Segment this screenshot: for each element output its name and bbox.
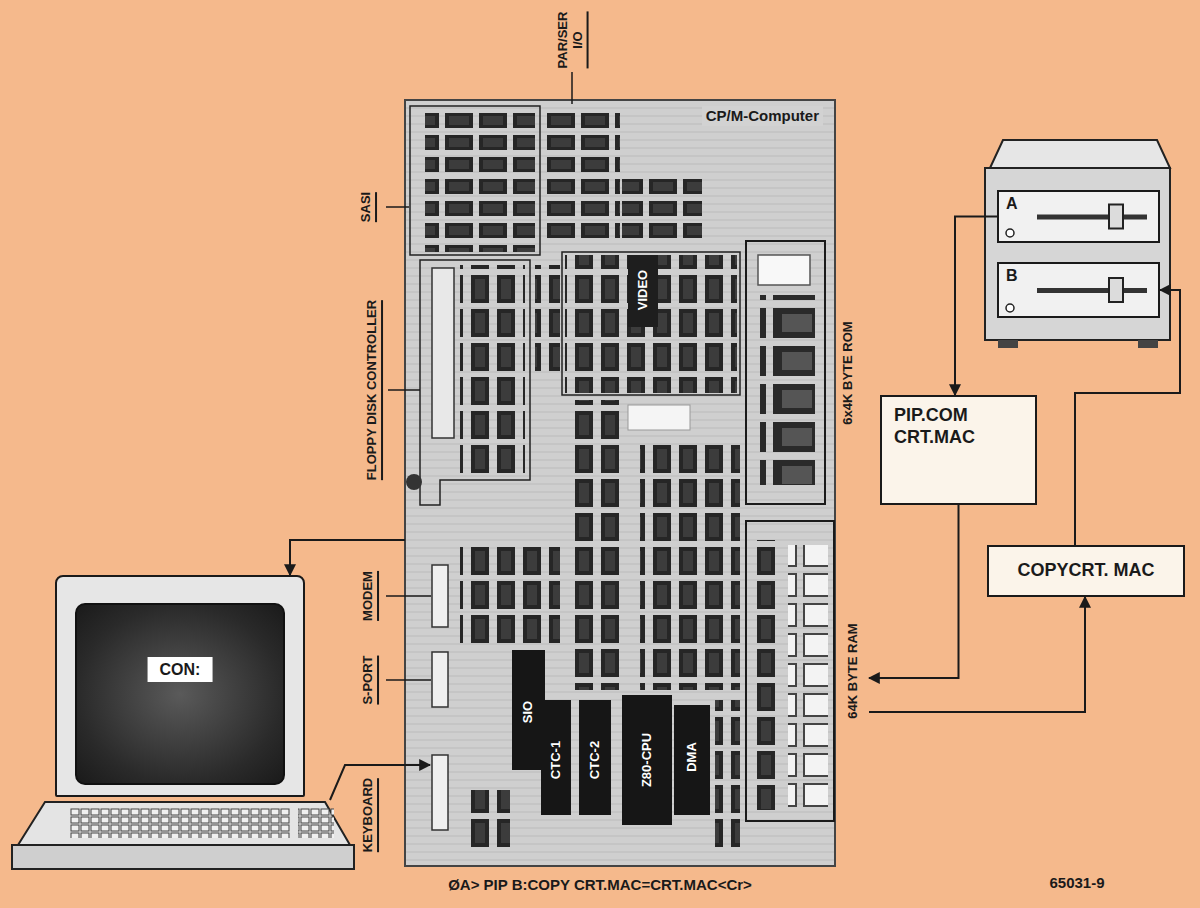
drive-led [1006,304,1014,312]
leader-line [386,206,409,208]
chip [628,255,658,327]
rom-region: 6x4K BYTE ROM [745,240,863,505]
flow-arrow [869,505,959,678]
connector [432,755,448,830]
port-label: KEYBOARD [361,778,379,852]
chip-group [460,265,525,475]
region-label: 64K BYTE RAM [845,623,861,718]
lever-bar [1037,288,1147,293]
inductor [406,474,422,490]
keyboard-wire [330,765,430,800]
lever-handle [1109,278,1123,302]
chip-label: VIDEO [636,270,651,310]
chip [674,705,710,815]
chip-group [640,440,740,690]
region-outline [410,106,540,255]
drive-letter: A [1006,194,1018,213]
keyboard-base [12,845,354,869]
chip-label: SIO [521,701,536,723]
connector [432,268,454,438]
drive-housing-top [990,140,1170,168]
drive-lever [997,262,1160,318]
leader-line [388,389,420,391]
chip-group [570,400,625,690]
chip-label: Z80-CPU [640,733,655,787]
region-outline [745,520,835,822]
chip-group [752,540,782,810]
led-row [628,405,690,430]
board-node: CP/M-Computer6x4K BYTE ROM64K BYTE RAM [405,100,835,866]
board-title: CP/M-Computer [702,106,823,126]
region-outline [562,252,740,395]
chip-label: DMA [685,742,700,772]
drive-led [1006,229,1014,237]
chip [512,650,545,770]
connector-label: PAR/SER I/O [556,12,589,69]
flow-arrow [869,597,1085,712]
chip-group [470,790,510,850]
section-label: SASI [359,192,377,222]
chip-label: CTC-1 [549,741,564,779]
file-box: PIP.COM CRT.MAC [880,395,1037,505]
keys [298,808,334,838]
rom-chips [760,295,815,485]
file-box: COPYCRT. MAC [987,545,1185,597]
region-outline [420,260,530,505]
leader-line [571,72,573,104]
flow-arrow [290,540,405,575]
drive-lever [997,190,1160,243]
monitor-screen [75,603,285,785]
chip [579,700,611,815]
chip-group [565,255,737,393]
port-label: MODEM [361,571,379,621]
section-label: FLOPPY DISK CONTROLLER [365,300,383,480]
drive-slot: A [997,190,1160,243]
drive-slot: B [997,262,1160,318]
lever-handle [1109,205,1123,229]
chip-group [535,265,560,375]
flow-arrow [955,217,997,396]
eprom [758,255,810,285]
chip-group [460,545,560,645]
drive-letter: B [1006,266,1018,285]
ram-chips [788,545,828,810]
drive-foot [998,340,1018,348]
box-text: COPYCRT. MAC [999,560,1173,582]
box-text: PIP.COM CRT.MAC [894,405,1023,448]
screen-label: CON: [148,657,213,682]
chip-group [545,108,620,243]
circuit-board [405,100,835,866]
figure-number: 65031-9 [1049,874,1104,891]
flow-arrow [1075,290,1180,545]
port-label: S-PORT [361,655,379,704]
command-caption: ØA> PIP B:COPY CRT.MAC=CRT.MAC<Cr> [448,876,752,893]
region-label: 6x4K BYTE ROM [840,321,856,424]
leader-line [386,595,431,597]
chip-group [622,178,702,243]
chip-group [425,112,535,252]
chip-label: CTC-2 [588,741,603,779]
keys [70,808,290,838]
console-monitor: CON: [55,575,305,797]
connector [432,652,448,707]
connector [432,565,448,627]
chip-group [715,700,740,850]
chip [622,695,672,825]
keyboard [18,802,350,845]
drive-housing [985,168,1170,340]
lever-bar [1037,215,1147,220]
chip [541,700,571,815]
leader-line [386,679,431,681]
drive-foot [1138,340,1158,348]
ram-region: 64K BYTE RAM [745,520,869,822]
region-outline [745,240,826,505]
